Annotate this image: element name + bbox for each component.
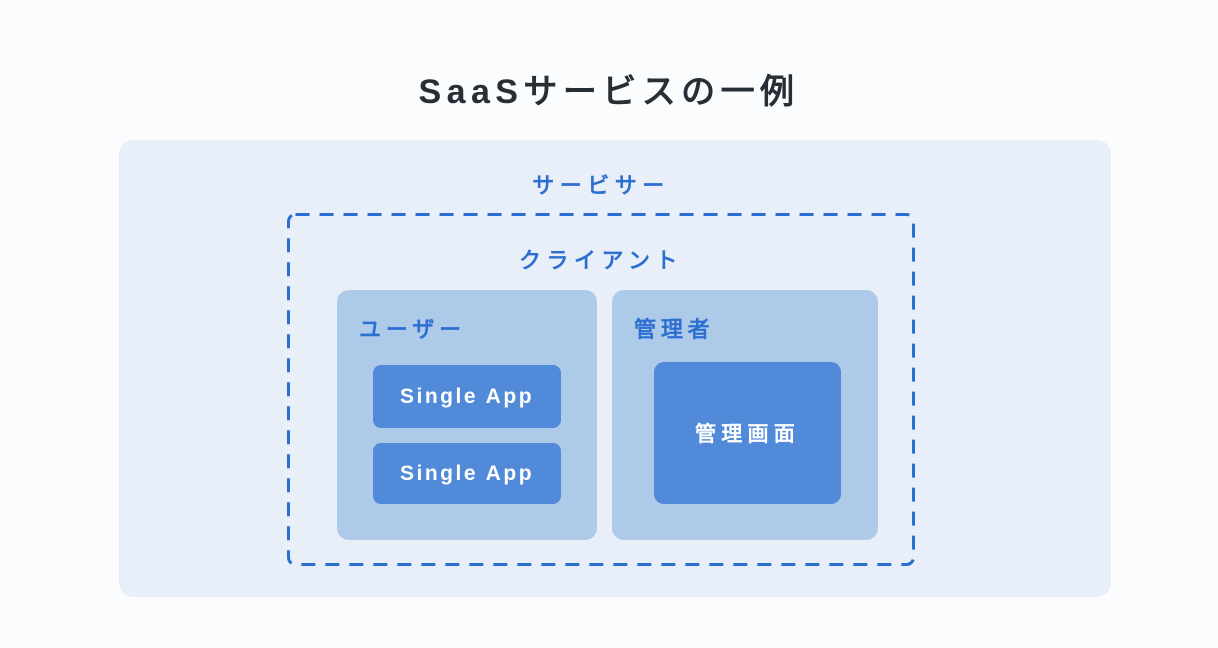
admin-group-box: 管理者 管理画面 [612, 290, 878, 540]
servicer-label: サービサー [532, 173, 670, 198]
single-app-box-2: Single App [373, 443, 561, 504]
client-label: クライアント [518, 248, 684, 273]
user-group-box: ユーザー Single App Single App [337, 290, 597, 540]
page-title: SaaSサービスの一例 [418, 73, 800, 111]
admin-screen-box: 管理画面 [654, 362, 841, 504]
client-dashed-border [287, 213, 915, 566]
user-group-label: ユーザー [359, 317, 466, 342]
single-app-box-1: Single App [373, 365, 561, 428]
client-boundary: クライアント ユーザー Single App Single App 管理者 管理… [287, 213, 915, 566]
admin-group-label: 管理者 [634, 317, 715, 342]
servicer-container: サービサー クライアント ユーザー Single App Single App … [119, 140, 1111, 597]
